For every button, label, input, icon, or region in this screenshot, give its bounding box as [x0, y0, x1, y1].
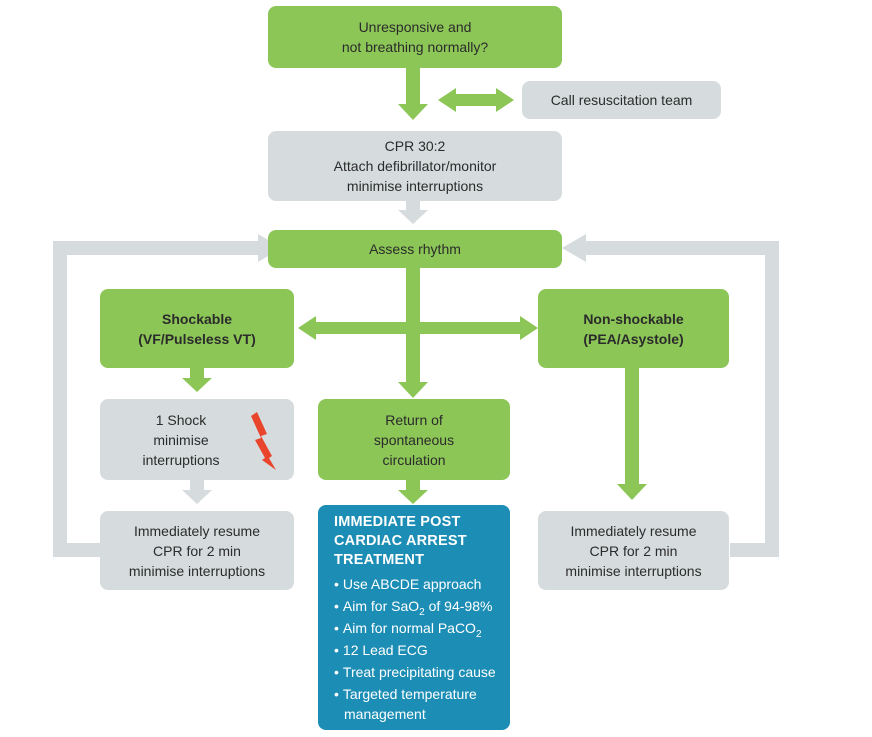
arrow-rosc-treatment-head: [398, 490, 428, 504]
lightning-bolt-icon: [251, 412, 276, 470]
node-non-shockable-line2: (PEA/Asystole): [583, 330, 684, 347]
node-post-arrest-treatment: IMMEDIATE POST CARDIAC ARREST TREATMENT …: [318, 505, 510, 730]
node-resume-left-line1: Immediately resume: [133, 522, 261, 539]
post-arrest-item: Aim for normal PaCO2: [334, 618, 498, 640]
node-resume-right-line2: CPR for 2 min: [589, 542, 678, 559]
post-arrest-title-line2: CARDIAC ARREST: [334, 533, 467, 549]
arrow-call-team-left-head: [438, 88, 456, 112]
arrow-nonshockable-resume-head: [617, 484, 647, 500]
arrow-call-team-right-head: [496, 88, 514, 112]
node-cpr: CPR 30:2 Attach defibrillator/monitor mi…: [268, 131, 562, 201]
node-resume-right-line3: minimise interruptions: [565, 562, 702, 579]
node-unresponsive-line1: Unresponsive and: [358, 19, 472, 35]
post-arrest-item: Treat precipitating cause: [334, 662, 498, 682]
node-unresponsive: Unresponsive and not breathing normally?: [268, 6, 562, 68]
node-resume-left-line3: minimise interruptions: [128, 562, 266, 579]
post-arrest-item: Aim for SaO2 of 94-98%: [334, 596, 498, 618]
post-arrest-item-subscript: 2: [419, 606, 425, 618]
node-non-shockable-line1: Non-shockable: [583, 310, 684, 327]
arrow-shockable-nonshockable-shaft: [314, 322, 522, 334]
arrow-cpr-assess-head: [398, 210, 428, 224]
left-loop-line: [53, 241, 258, 557]
node-shockable-line1: Shockable: [161, 310, 233, 327]
node-rosc-line1: Return of: [385, 411, 443, 428]
post-arrest-item-subscript: 2: [475, 628, 482, 640]
node-shock-line2: minimise: [153, 431, 209, 448]
post-arrest-item-text: 12 Lead ECG: [342, 642, 428, 658]
node-non-shockable: Non-shockable (PEA/Asystole): [538, 289, 729, 368]
post-arrest-item: Use ABCDE approach: [334, 574, 498, 594]
post-arrest-item-text: Use ABCDE approach: [342, 576, 482, 592]
node-call-team-label: Call resuscitation team: [550, 92, 693, 108]
node-resume-left-line2: CPR for 2 min: [153, 542, 241, 559]
post-arrest-item: 12 Lead ECG: [334, 640, 498, 660]
post-arrest-item-text: Aim for normal PaCO: [342, 620, 476, 636]
node-cpr-line2: Attach defibrillator/monitor: [333, 158, 497, 174]
node-resume-right-line1: Immediately resume: [570, 522, 697, 539]
arrow-unresponsive-cpr-shaft: [406, 68, 420, 106]
node-cpr-line3: minimise interruptions: [346, 178, 484, 194]
post-arrest-title-line3: TREATMENT: [334, 552, 425, 568]
arrow-nonshockable-resume-shaft: [625, 368, 639, 486]
arrow-shock-resume-head: [182, 490, 212, 504]
post-arrest-item-text: Aim for SaO: [342, 598, 420, 614]
node-shock-line3: interruptions: [142, 451, 220, 468]
post-arrest-item: Targeted temperature management: [334, 684, 498, 724]
post-arrest-item-suffix: of 94-98%: [424, 598, 493, 614]
node-shockable: Shockable (VF/Pulseless VT): [100, 289, 294, 368]
node-cpr-line1: CPR 30:2: [384, 138, 446, 154]
arrow-unresponsive-cpr-head: [398, 104, 428, 120]
arrow-shock-resume-shaft: [190, 480, 204, 492]
node-resume-cpr-left: Immediately resume CPR for 2 min minimis…: [100, 511, 294, 590]
node-shock-line1: 1 Shock: [155, 411, 207, 428]
post-arrest-item-text: Treat precipitating cause: [342, 664, 496, 680]
node-rosc-line2: spontaneous: [373, 431, 455, 448]
arrow-cpr-assess-shaft: [406, 200, 420, 212]
node-shockable-line2: (VF/Pulseless VT): [138, 330, 256, 347]
arrow-rosc-treatment-shaft: [406, 480, 420, 492]
node-resume-cpr-right: Immediately resume CPR for 2 min minimis…: [538, 511, 729, 590]
right-loop-line: [586, 241, 779, 557]
node-unresponsive-line2: not breathing normally?: [341, 39, 489, 55]
post-arrest-title: IMMEDIATE POST CARDIAC ARREST TREATMENT: [334, 513, 498, 570]
post-arrest-title-line1: IMMEDIATE POST: [334, 514, 461, 530]
arrow-horizontal-left-head: [298, 316, 316, 340]
node-call-resuscitation-team: Call resuscitation team: [522, 81, 721, 119]
post-arrest-item-text: Targeted temperature management: [342, 686, 477, 722]
node-rosc-line3: circulation: [382, 451, 446, 468]
arrow-assess-rosc-head: [398, 382, 428, 398]
node-assess-rhythm: Assess rhythm: [268, 230, 562, 268]
arrow-shockable-shock-shaft: [190, 368, 204, 380]
node-rosc: Return of spontaneous circulation: [318, 399, 510, 480]
arrow-call-team-shaft: [452, 94, 498, 106]
arrow-shockable-shock-head: [182, 378, 212, 392]
post-arrest-list: Use ABCDE approach Aim for SaO2 of 94-98…: [334, 574, 498, 724]
right-loop-arrowhead: [562, 234, 586, 262]
arrow-horizontal-right-head: [520, 316, 538, 340]
node-assess-label: Assess rhythm: [369, 241, 461, 257]
